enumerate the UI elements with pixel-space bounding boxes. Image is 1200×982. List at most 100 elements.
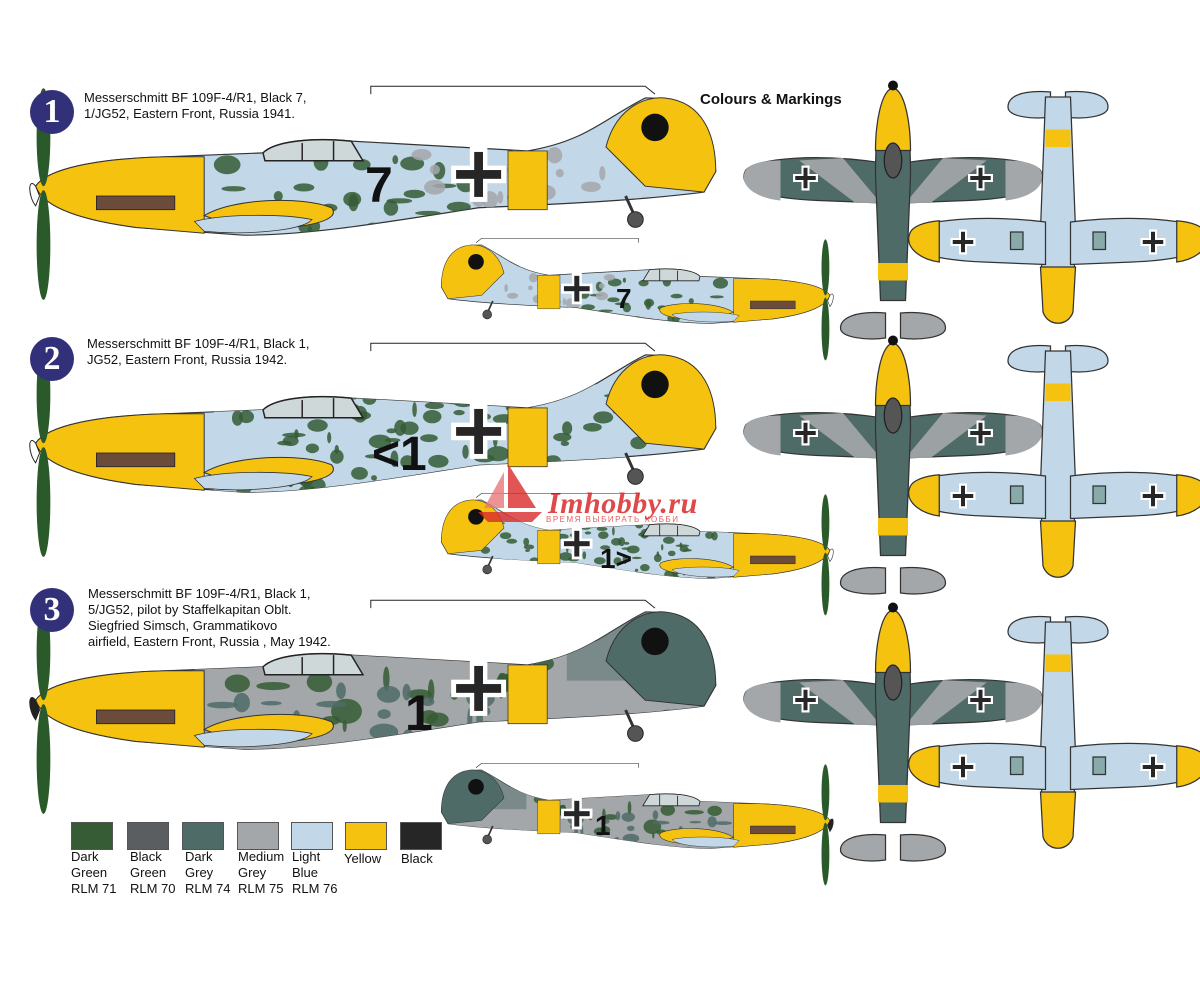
scheme-description-line: 1/JG52, Eastern Front, Russia 1941.: [84, 106, 295, 121]
nose-cowling: [733, 278, 831, 323]
wingtip-left: [908, 474, 940, 517]
fuselage-band-bottom: [1045, 129, 1071, 147]
spinner: [827, 818, 834, 833]
tailplane-right: [899, 833, 947, 862]
fuselage-code: <1: [372, 428, 427, 481]
colours-markings-heading: Colours & Markings: [700, 91, 842, 108]
canopy: [262, 652, 365, 676]
fuselage-cross-icon: [561, 528, 593, 560]
scheme-number-badge: 2: [30, 337, 74, 381]
wing-cross-icon: [950, 483, 976, 509]
nose-bottom: [1039, 791, 1077, 849]
exhaust: [750, 300, 796, 310]
tail-fin: [605, 354, 717, 450]
spinner-top: [888, 335, 898, 346]
canopy-top: [883, 664, 903, 701]
swatch-rlm75: [237, 822, 279, 850]
scheme-number-badge: 3: [30, 588, 74, 632]
radiator-left: [1009, 485, 1024, 505]
nose-cowling: [733, 803, 831, 848]
swatch-label-line: Dark: [71, 849, 99, 864]
wing-cross-icon: [968, 687, 993, 713]
canopy: [642, 268, 701, 282]
top-view-3: [743, 602, 1043, 862]
fuselage-band: [537, 800, 561, 835]
spinner-top: [888, 602, 898, 613]
fuselage-cross-icon: [561, 273, 593, 305]
swastika-area: [641, 370, 669, 399]
fuselage-band-top: [878, 518, 908, 536]
fuselage-band: [507, 407, 548, 468]
scheme-number-badge: 1: [30, 90, 74, 134]
fuselage-cross-icon: [451, 147, 507, 202]
radiator-right: [1092, 231, 1107, 251]
scheme-description-line: Siegfried Simsch, Grammatikovo: [88, 618, 278, 633]
propeller-blade: [821, 552, 830, 616]
wingtip-right: [1176, 220, 1200, 263]
swatch-label: Black Green RLM 70: [130, 849, 176, 897]
side-profile-1: [440, 237, 834, 361]
scheme-description: Messerschmitt BF 109F-4/R1, Black 1, 5/J…: [88, 586, 331, 650]
spinner: [827, 293, 834, 308]
swatch-rlm74: [182, 822, 224, 850]
radiator: [671, 836, 740, 848]
propeller-blade: [821, 494, 830, 551]
fuselage-band: [537, 275, 561, 310]
tailwheel: [482, 834, 492, 845]
tailwheel: [627, 725, 644, 742]
tailwheel: [482, 309, 492, 320]
tail-fin: [605, 97, 717, 193]
tailplane-right: [1064, 344, 1109, 373]
swatch-label-line: RLM 70: [130, 881, 176, 896]
swastika-area: [468, 778, 484, 795]
swatch-rlm70: [127, 822, 169, 850]
spinner: [29, 697, 41, 721]
swatch-label-line: Blue: [292, 865, 319, 880]
swatch-label-line: RLM 71: [71, 881, 117, 896]
swatch-label-line: Dark: [185, 849, 213, 864]
nose-top: [874, 342, 912, 407]
fuselage-cross-icon: [451, 404, 507, 459]
fuselage-code: 1: [405, 685, 433, 741]
swatch-rlm71: [71, 822, 113, 850]
nose-cowling: [35, 670, 205, 748]
fuselage-band-top: [878, 263, 908, 281]
nose-bottom: [1039, 520, 1077, 578]
tailplane-left: [1007, 344, 1052, 373]
scheme-description-line: 5/JG52, pilot by Staffelkapitan Oblt.: [88, 602, 292, 617]
canopy: [262, 138, 365, 162]
swatch-rlm76: [291, 822, 333, 850]
wing-right: [1069, 471, 1200, 520]
swastika-area: [641, 627, 669, 656]
exhaust: [750, 825, 796, 835]
swastika-area: [468, 508, 484, 525]
radiator: [671, 311, 740, 323]
canopy-top: [883, 142, 903, 179]
side-profile-3: [440, 762, 834, 886]
wing-cross-icon: [793, 165, 818, 191]
swastika-area: [641, 113, 669, 142]
fuselage-cross-icon: [561, 798, 593, 830]
wing-cross-icon: [1140, 483, 1166, 509]
scheme-description-line: Messerschmitt BF 109F-4/R1, Black 1,: [88, 586, 311, 601]
spinner: [827, 548, 834, 563]
tailplane-left: [1007, 90, 1052, 119]
propeller-blade: [821, 764, 830, 821]
tailplane-left: [839, 833, 887, 862]
nose-cowling: [35, 413, 205, 491]
canopy: [642, 793, 701, 807]
tailplane-right: [899, 566, 947, 595]
canopy: [642, 523, 701, 537]
sub-fuselage-code: 1>: [600, 543, 632, 574]
wing-cross-icon: [793, 687, 818, 713]
radiator: [193, 728, 313, 748]
side-profile-3: [29, 599, 717, 814]
wing-cross-icon: [1140, 754, 1166, 780]
wing-right: [1069, 217, 1200, 266]
fuselage-band-top: [878, 785, 908, 803]
propeller-blade: [821, 239, 830, 296]
swatch-label-line: Yellow: [344, 851, 382, 866]
swatch-yellow: [345, 822, 387, 850]
watermark-slogan: ВРЕМЯ ВЫБИРАТЬ ХОББИ: [546, 515, 680, 524]
swatch-label: Black: [401, 851, 433, 867]
